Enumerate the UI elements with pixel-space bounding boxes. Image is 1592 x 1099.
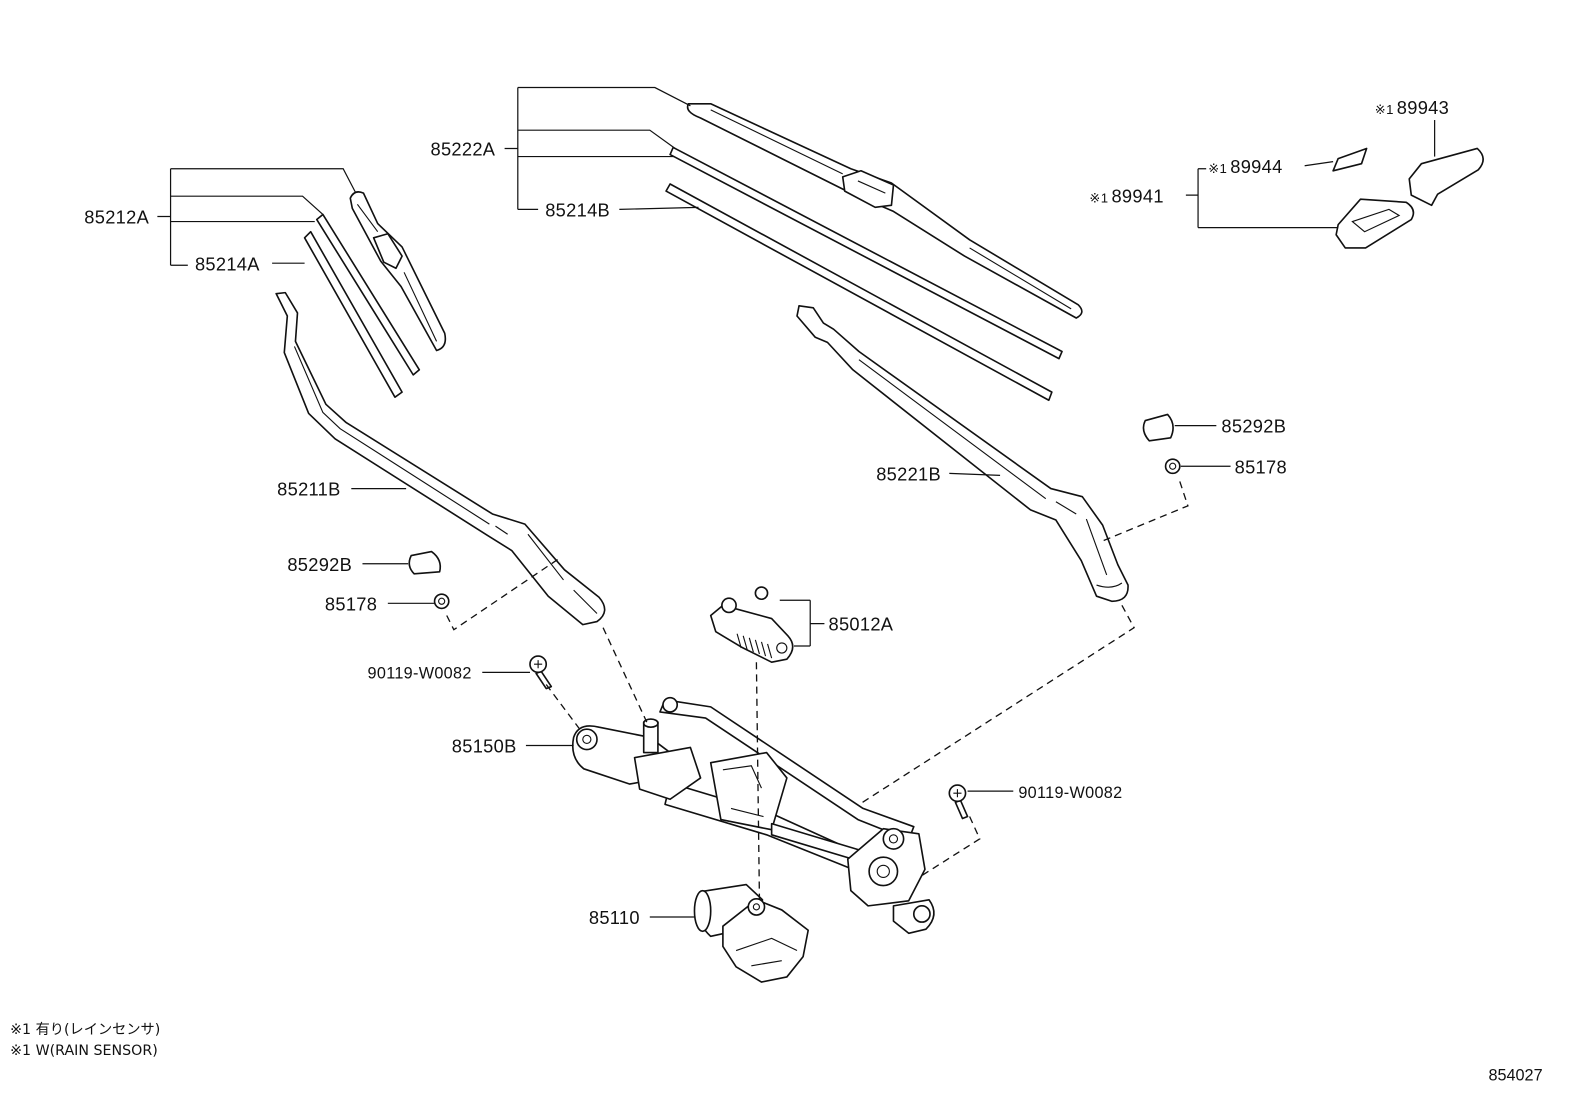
- part-number: 89943: [1397, 97, 1449, 118]
- nut-right: [1164, 458, 1181, 475]
- note-mark: ※1: [1089, 190, 1108, 205]
- assembly-lines: [446, 481, 1189, 900]
- note-mark: ※1: [1208, 161, 1227, 176]
- label-bolt-right: 90119-W0082: [1018, 784, 1122, 802]
- arm-cap-right: [1142, 413, 1174, 442]
- wiper-rubber-left: [315, 213, 421, 376]
- label-motor: 85110: [589, 907, 640, 928]
- label-nut-right: 85178: [1235, 456, 1287, 477]
- arm-cap-left: [408, 550, 442, 575]
- wiper-blade-right: [686, 102, 1083, 319]
- footnote-en: ※1 W(RAIN SENSOR): [10, 1043, 158, 1059]
- label-link-assembly: 85150B: [452, 736, 517, 757]
- wiper-strip-left: [303, 230, 403, 399]
- wiper-link-assembly: [571, 696, 935, 935]
- wiper-arm-right: [796, 305, 1129, 603]
- label-blade-right: 85222A: [430, 139, 495, 160]
- label-rubber-right: 85214B: [545, 199, 610, 220]
- rain-sensor: [1335, 198, 1415, 249]
- label-link-rod: 85012A: [828, 614, 893, 635]
- wiper-blade-left: [349, 191, 447, 352]
- label-blade-left: 85212A: [84, 207, 149, 228]
- wiper-strip-right: [665, 183, 1053, 402]
- label-cap-right: 85292B: [1221, 416, 1286, 437]
- bolt-right: [948, 784, 969, 820]
- rain-sensor-cover: [1408, 147, 1484, 207]
- footnote-ja: ※1 有り(レインセンサ): [10, 1021, 160, 1038]
- bolt-left: [529, 655, 553, 690]
- label-bolt-left: 90119-W0082: [368, 664, 472, 682]
- label-arm-left: 85211B: [277, 479, 340, 500]
- link-rod: [709, 586, 794, 664]
- figure-number: 854027: [1488, 1067, 1542, 1085]
- label-nut-left: 85178: [325, 593, 377, 614]
- nut-left: [433, 593, 450, 610]
- label-arm-right: 85221B: [876, 463, 941, 484]
- label-rubber-left: 85214A: [195, 253, 260, 274]
- rain-sensor-pad: [1332, 147, 1368, 172]
- leader-lines: [157, 86, 1436, 918]
- wiper-arm-left: [275, 291, 606, 626]
- part-number: 89944: [1230, 156, 1282, 177]
- label-cap-left: 85292B: [287, 554, 352, 575]
- wiper-motor: [693, 883, 809, 983]
- part-number: 89941: [1111, 185, 1163, 206]
- wiper-rubber-right: [669, 146, 1063, 360]
- note-mark: ※1: [1375, 102, 1394, 117]
